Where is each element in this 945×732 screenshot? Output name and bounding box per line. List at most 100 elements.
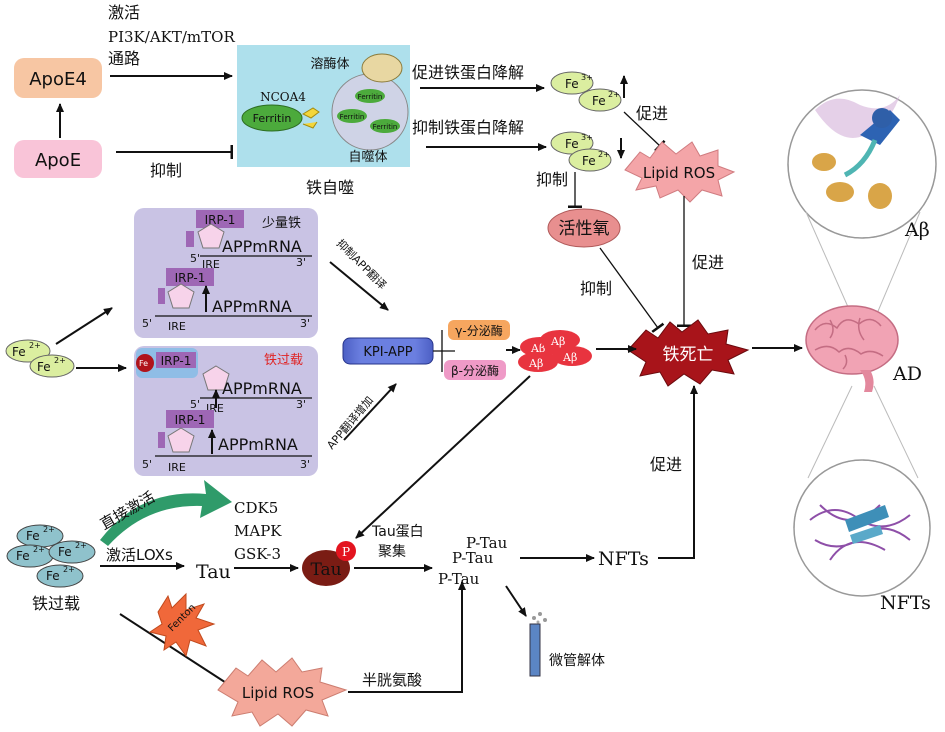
ferritinophagy-title: 铁自噬 — [306, 178, 354, 197]
fe-ol-4: Fe — [46, 569, 60, 583]
zoom-line-1 — [805, 211, 853, 317]
abeta-4: Aβ — [528, 357, 543, 370]
direct-activate-arrow — [100, 480, 232, 546]
pathway-text: PI3K/AKT/mTOR — [108, 28, 235, 46]
fe3-mid-sup: 3+ — [581, 133, 593, 142]
irp1-tag-1 — [196, 210, 244, 228]
five-prime-4: 5' — [142, 458, 152, 471]
irp1-tag-3 — [156, 352, 196, 368]
fe-left-1-sup: 2+ — [29, 341, 41, 350]
fenton-burst: Fenton — [148, 592, 216, 658]
ferritin-small-label-3: Ferritin — [373, 123, 398, 131]
abeta-zoom — [787, 89, 937, 239]
overload-label: 铁过载 — [264, 353, 303, 368]
pathway-word: 通路 — [108, 49, 140, 68]
brain-image — [805, 305, 899, 392]
pentagon-2 — [167, 283, 195, 309]
tau-label: Tau — [196, 561, 231, 583]
five-prime-2: 5' — [142, 317, 152, 330]
ptau-1: P-Tau — [466, 534, 508, 552]
ferroptosis-node: 铁死亡 — [627, 319, 750, 387]
fe-ol-2-sup: 2+ — [33, 545, 45, 554]
ferritin-small-label-1: Ferritin — [358, 93, 383, 101]
fe-ol-4-sup: 2+ — [63, 565, 75, 574]
ncoa4-label: NCOA4 — [260, 90, 306, 104]
ire-label-2: IRE — [168, 320, 186, 333]
fe2-mid-sup: 2+ — [598, 150, 610, 159]
appmrna-3: APPmRNA — [222, 379, 302, 398]
fe-ol-1-sup: 2+ — [43, 525, 55, 534]
ferritin-small-3 — [370, 119, 400, 133]
phospho-tau-node: Tau P — [302, 541, 356, 586]
abeta-to-tau-arrow — [355, 375, 531, 539]
tau-aggregation-2: 聚集 — [378, 543, 406, 560]
kinase-cdk5: CDK5 — [234, 499, 278, 517]
apoe4-node: ApoE4 — [14, 58, 102, 98]
ncoa4-shape — [301, 107, 320, 129]
ptau-3: P-Tau — [438, 570, 480, 588]
fe-ol-1: Fe — [26, 529, 40, 543]
ferroptosis-label: 铁死亡 — [663, 345, 714, 365]
ros-node: 活性氧 — [547, 208, 621, 248]
nfts-label-right: NFTs — [880, 592, 931, 614]
five-prime-3: 5' — [190, 398, 200, 411]
fe3-top-sup: 3+ — [581, 73, 593, 82]
apoe-node: ApoE — [14, 140, 102, 178]
fe-left-2: Fe — [37, 360, 51, 374]
ferritin-small-label-2: Ferritin — [340, 113, 365, 121]
nfts-promote-label: 促进 — [650, 455, 682, 474]
irp1-label-2: IRP-1 — [175, 271, 206, 285]
irp1-label-4: IRP-1 — [175, 413, 206, 427]
tau-aggregation-1: Tau蛋白 — [371, 524, 424, 540]
microtubule-image — [529, 612, 547, 677]
lipid-ros-bottom-label: Lipid ROS — [242, 684, 314, 702]
ad-label: AD — [892, 363, 922, 385]
three-prime-2: 3' — [300, 317, 310, 330]
irp1-label-3: IRP-1 — [161, 354, 192, 368]
abeta-1: Aβ — [530, 342, 545, 355]
lipid-ros-top: Lipid ROS — [624, 141, 736, 203]
app-translation-increase-label: APP翻译增加 — [324, 393, 376, 452]
fe-ol-3-sup: 2+ — [75, 541, 87, 550]
pentagon-4 — [167, 427, 195, 453]
fe-left-2-sup: 2+ — [54, 356, 66, 365]
p-badge: P — [342, 545, 350, 559]
lipid-ros-top-label: Lipid ROS — [643, 164, 715, 182]
beta-secretase: β-分泌酶 — [444, 360, 506, 380]
three-prime-1: 3' — [296, 256, 306, 269]
fe-bound-label: Fe — [139, 359, 148, 368]
apoe4-label: ApoE4 — [29, 69, 87, 90]
ferritin-large — [241, 104, 303, 132]
apoe-inhibit-label: 抑制 — [150, 161, 182, 180]
ferritinophagy-box: 溶酶体 NCOA4 Ferritin Ferritin Ferritin Fer… — [237, 45, 410, 167]
fe2-top-sup: 2+ — [608, 90, 620, 99]
fe-pair-top: Fe 3+ Fe 2+ — [550, 71, 622, 112]
ptau-node-label: Tau — [310, 560, 341, 580]
nfts-to-ferroptosis-arrow — [658, 385, 698, 559]
ire-label-4: IRE — [168, 461, 186, 474]
app-translation-increase-arrow — [343, 383, 397, 441]
kpi-app-node: KPI-APP — [342, 337, 434, 365]
ptau-2: P-Tau — [452, 549, 494, 567]
lipidros-ferroptosis-label: 促进 — [692, 253, 724, 272]
kpi-app-label: KPI-APP — [363, 345, 412, 360]
fe3-top: Fe — [565, 77, 579, 91]
gamma-secretase-label: γ-分泌酶 — [455, 323, 502, 338]
fe-to-lipidros-line — [623, 111, 666, 152]
ros-inhibit-label: 抑制 — [536, 170, 568, 189]
lipid-ros-bottom: Lipid ROS — [217, 657, 348, 727]
ferritin-small-2 — [337, 109, 367, 123]
fe-input-left: Fe 2+ Fe 2+ — [5, 339, 75, 378]
zoom-line-3 — [807, 385, 853, 479]
fe2-mid: Fe — [582, 154, 596, 168]
nfts-node-label: NFTs — [598, 548, 649, 570]
fe3-mid: Fe — [565, 137, 579, 151]
appmrna-4: APPmRNA — [218, 435, 298, 454]
low-iron-box: IRP-1 少量铁 5' APPmRNA 3' IRE IRP-1 APPmRN… — [134, 208, 318, 338]
activate-text: 激活 — [108, 3, 140, 22]
cysteine-arrow — [348, 581, 466, 693]
overload-box: Fe IRP-1 铁过载 APPmRNA 5' 3' IRE IRP-1 APP… — [134, 346, 318, 476]
ros-ferroptosis-label: 抑制 — [580, 279, 612, 298]
pentagon-1 — [197, 223, 225, 249]
